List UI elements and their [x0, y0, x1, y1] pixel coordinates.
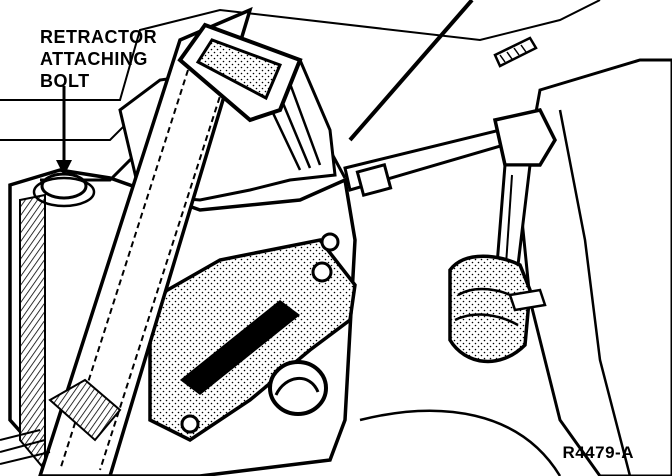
extension-coupler	[355, 162, 393, 198]
callout-line-2: ATTACHING	[40, 49, 148, 69]
housing-top	[40, 148, 347, 182]
belt-edge-stitch-2	[99, 39, 239, 471]
bracket-hole-upper	[311, 261, 333, 283]
carpet-lines	[0, 429, 51, 465]
bracket-slot	[180, 300, 300, 395]
floor-curve	[359, 409, 562, 476]
callout-line-3: BOLT	[40, 71, 90, 91]
housing-side-shadow	[19, 193, 46, 473]
bolt-washer	[32, 176, 96, 208]
gripping-hand	[448, 254, 532, 363]
stud-bolt	[493, 36, 538, 68]
belt-webbing	[38, 6, 253, 476]
belt-fold	[48, 378, 122, 442]
ratchet-pawl	[508, 288, 547, 312]
socket-head	[492, 107, 557, 167]
belt-guide-inner	[195, 38, 282, 101]
upper-panel	[0, 0, 601, 101]
figure-reference-code: R4479-A	[562, 443, 634, 462]
callout-line-1: RETRACTOR	[40, 27, 158, 47]
long-rod	[348, 0, 474, 142]
opening-inner	[274, 376, 320, 396]
bracket-hole-lower	[180, 414, 200, 434]
stud-threads	[499, 44, 527, 63]
bracket-hole-upper-2	[320, 232, 340, 252]
retractor-bolt-callout: RETRACTOR ATTACHING BOLT	[40, 26, 157, 92]
housing-opening	[268, 360, 328, 416]
leader-arrowhead	[56, 160, 72, 176]
pillar-edge	[558, 109, 632, 476]
pillar-panel	[518, 58, 672, 476]
